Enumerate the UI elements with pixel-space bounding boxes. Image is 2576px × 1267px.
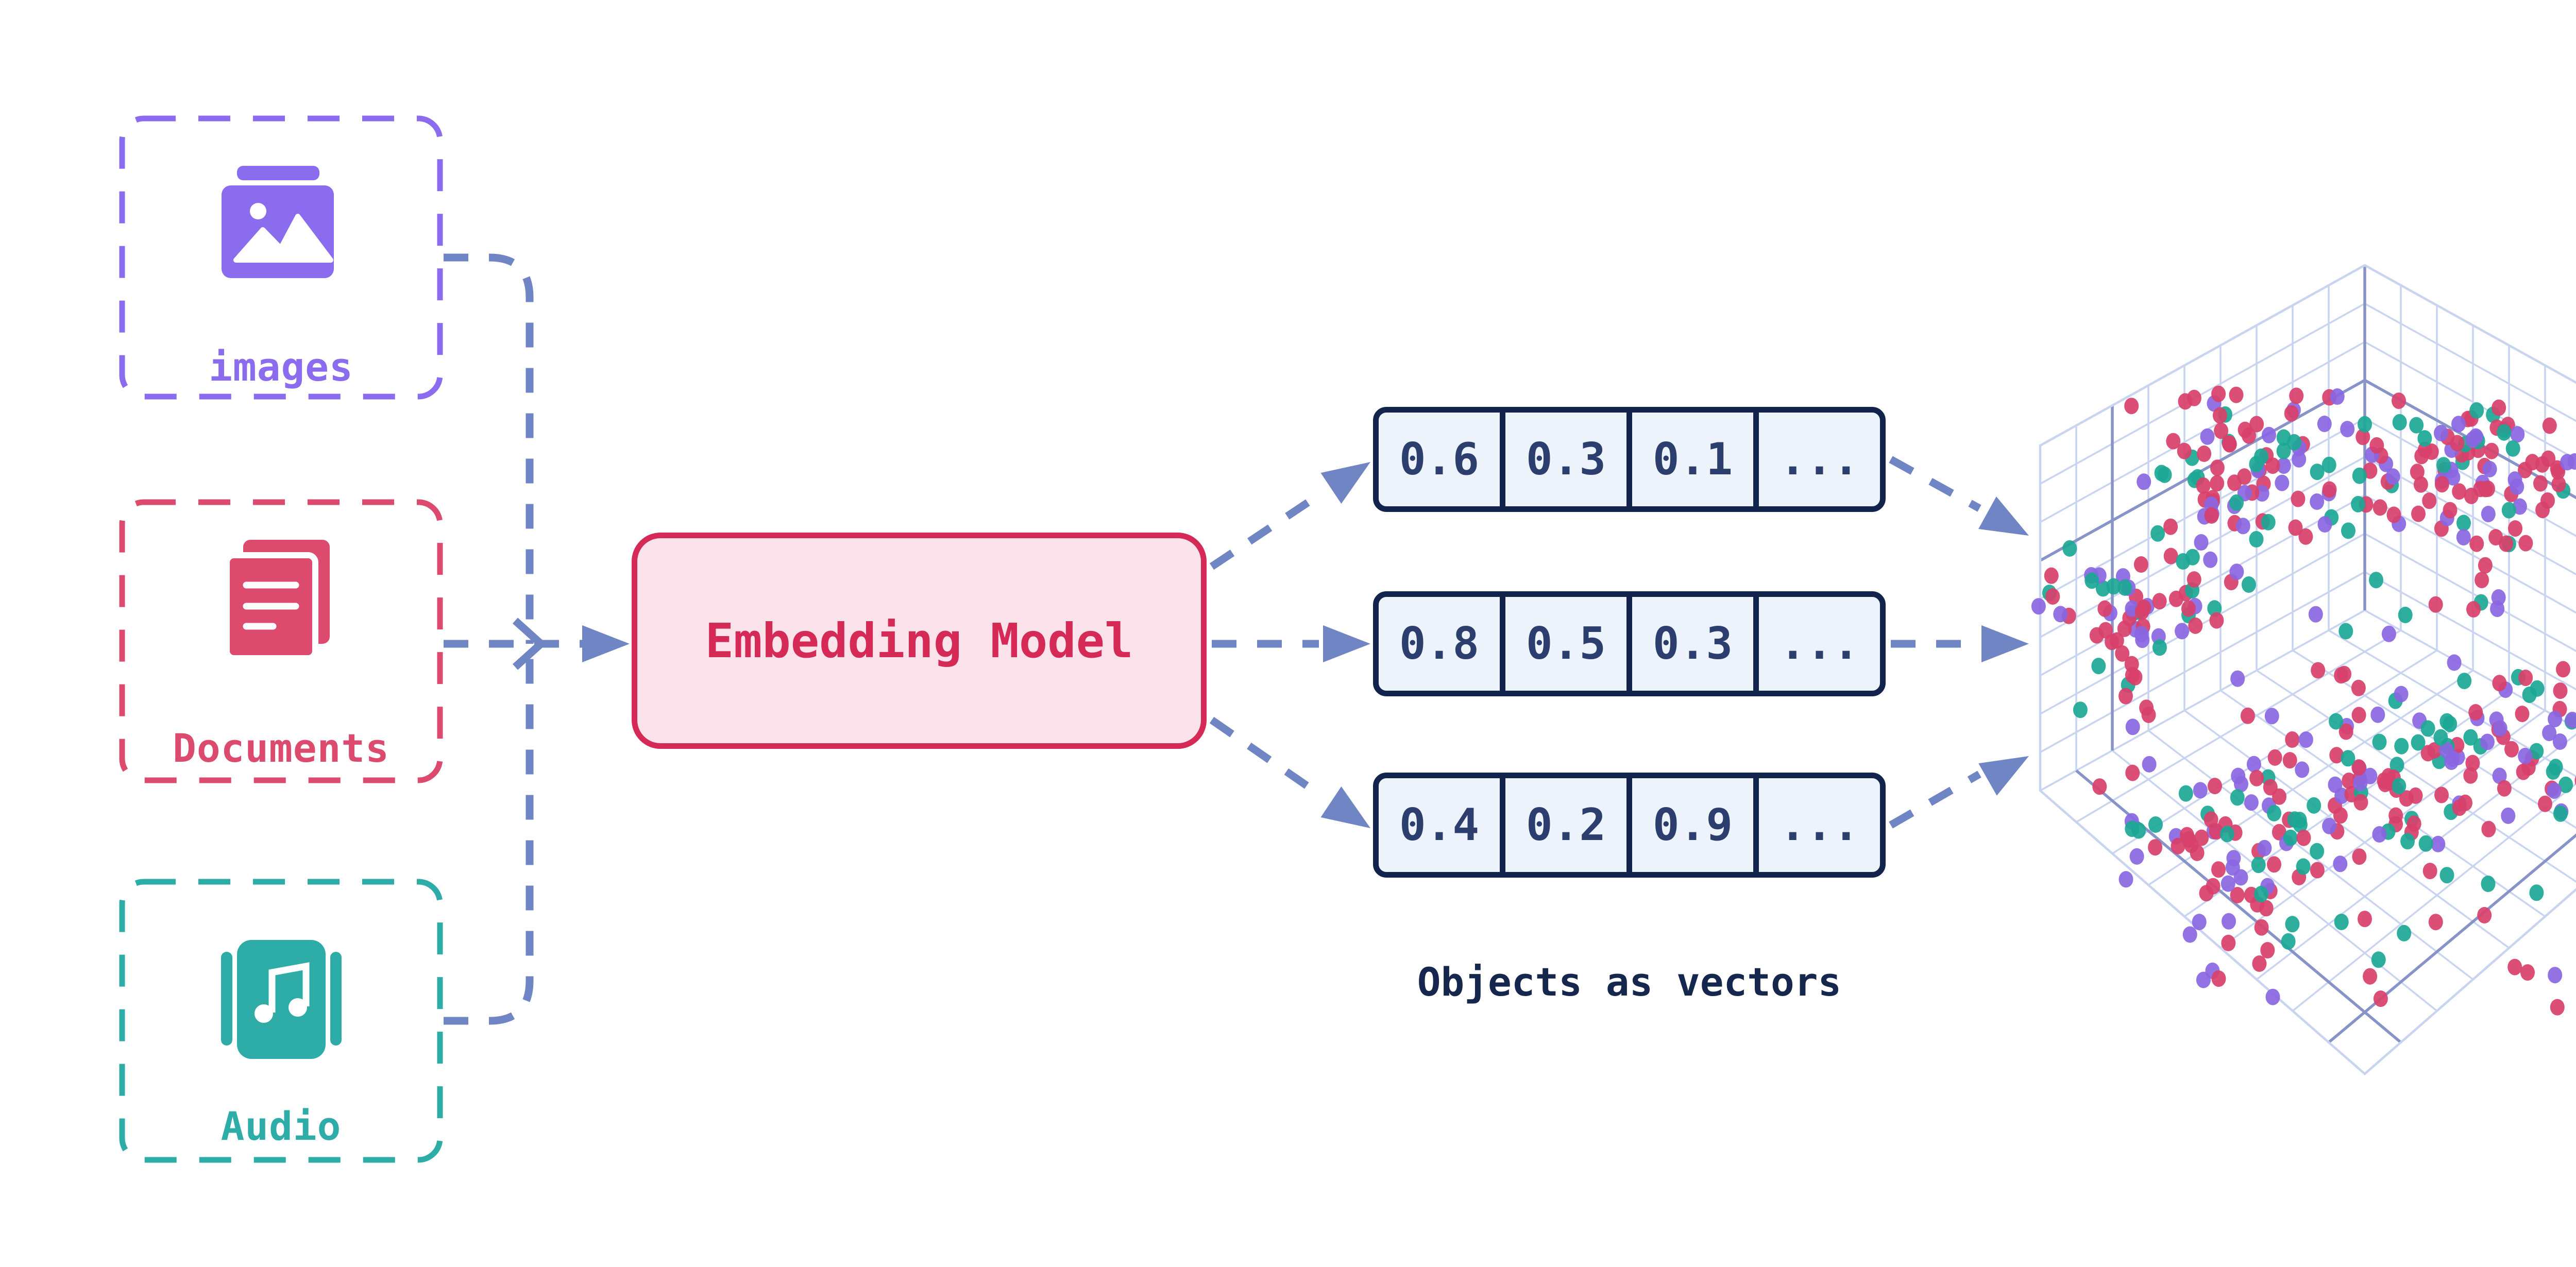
vector-cell: ... bbox=[1753, 413, 1880, 506]
vectors-caption: Objects as vectors bbox=[1417, 959, 1842, 1005]
input-box-documents bbox=[119, 499, 443, 783]
embedding-model-label: Embedding Model bbox=[705, 613, 1133, 669]
vector-cell: 0.1 bbox=[1626, 413, 1753, 506]
dashed-connector bbox=[444, 644, 534, 1025]
vector-cell: 0.5 bbox=[1500, 597, 1626, 691]
vector-space-cube bbox=[2039, 264, 2576, 1075]
input-box-borders bbox=[119, 115, 443, 1163]
input-box-audio bbox=[119, 879, 443, 1163]
vector-row-3: 0.4 0.2 0.9 ... bbox=[1373, 773, 1886, 878]
dashed-connector bbox=[1209, 716, 1323, 798]
arrowhead-icon bbox=[1981, 625, 2029, 662]
vector-cell: 0.2 bbox=[1500, 778, 1626, 872]
vector-row-1: 0.6 0.3 0.1 ... bbox=[1373, 407, 1886, 512]
input-box-images bbox=[119, 115, 443, 400]
vector-cell: ... bbox=[1753, 597, 1880, 691]
vector-cell: ... bbox=[1753, 778, 1880, 872]
image-icon bbox=[222, 166, 334, 278]
arrowhead-icon bbox=[1323, 625, 1370, 662]
vector-cell: 0.3 bbox=[1500, 413, 1626, 506]
input-label-images: images bbox=[209, 344, 353, 390]
connector-arrows bbox=[444, 253, 2029, 1025]
dashed-connector bbox=[1209, 491, 1323, 570]
vector-cell: 0.9 bbox=[1626, 778, 1753, 872]
input-label-audio: Audio bbox=[221, 1103, 342, 1149]
vector-row-2: 0.8 0.5 0.3 ... bbox=[1373, 591, 1886, 696]
vector-cell: 0.8 bbox=[1399, 618, 1480, 670]
documents-icon bbox=[224, 540, 330, 661]
arrowhead-icon bbox=[1978, 496, 2029, 536]
dashed-connector bbox=[444, 253, 534, 644]
audio-icon bbox=[221, 940, 342, 1059]
vector-cell: 0.3 bbox=[1626, 597, 1753, 691]
vector-cell: 0.6 bbox=[1399, 434, 1480, 485]
dashed-connector bbox=[1889, 771, 1981, 829]
arrowhead-icon bbox=[582, 625, 630, 662]
input-label-documents: Documents bbox=[173, 725, 389, 771]
arrowhead-icon bbox=[1320, 786, 1370, 828]
dashed-connector bbox=[1889, 456, 1981, 512]
junction-chevron-icon bbox=[512, 618, 547, 670]
arrowhead-icon bbox=[1320, 462, 1370, 504]
vector-cell: 0.4 bbox=[1399, 799, 1480, 851]
arrowhead-icon bbox=[1978, 756, 2029, 796]
embedding-model-box: Embedding Model bbox=[632, 533, 1207, 749]
scatter-points bbox=[2031, 385, 2576, 1016]
